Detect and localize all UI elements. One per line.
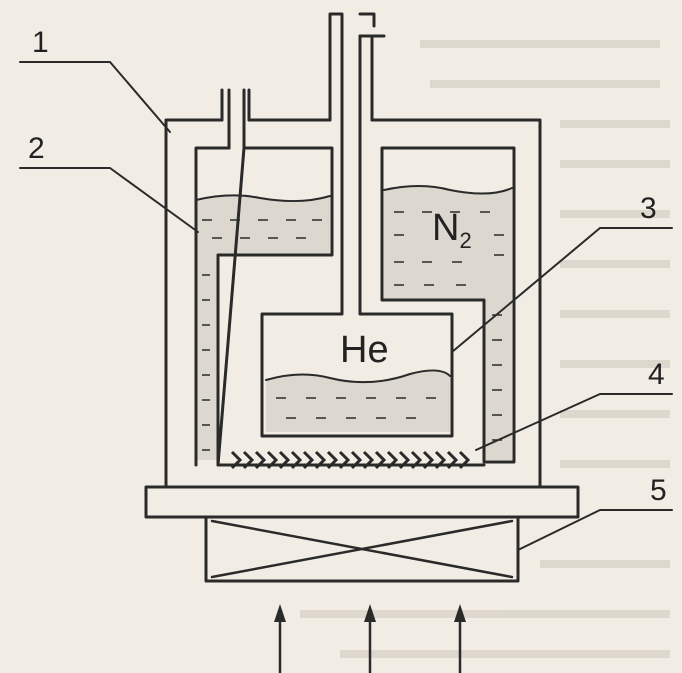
leader-5: [517, 509, 673, 551]
nitrogen-liquid: [196, 186, 512, 460]
helium-label: He: [340, 329, 389, 371]
heat-exchanger: [230, 450, 471, 470]
leader-2: [19, 167, 199, 233]
base-plate: [144, 485, 580, 519]
upward-arrows: [274, 604, 466, 673]
helium-surface: [265, 369, 451, 384]
helium-fill-tube: [328, 12, 374, 298]
label-4: 4: [648, 358, 665, 391]
nitrogen-tank-right: [380, 146, 516, 464]
nitrogen-dashes: [202, 211, 504, 451]
nitrogen-fill-neck: [220, 88, 251, 150]
nitrogen-subscript: 2: [459, 228, 471, 253]
leader-3: [451, 227, 673, 353]
leader-4: [475, 393, 673, 451]
nitrogen-label: N2: [432, 207, 472, 253]
leader-1: [19, 61, 171, 133]
helium-tube-valve: [358, 12, 386, 38]
helium-tank: [260, 294, 454, 438]
helium-liquid: [266, 370, 450, 432]
nitrogen-tank: [194, 146, 334, 467]
label-3: 3: [640, 192, 657, 225]
background-print: [300, 40, 670, 658]
nitrogen-surface-right: [383, 185, 513, 195]
label-5: 5: [650, 474, 667, 507]
nitrogen-surface-left: [195, 194, 331, 203]
source-box-cross: [210, 519, 514, 579]
helium-dashes: [276, 397, 436, 419]
label-2: 2: [28, 132, 45, 165]
outer-casing: [164, 118, 542, 489]
label-1: 1: [32, 26, 49, 59]
